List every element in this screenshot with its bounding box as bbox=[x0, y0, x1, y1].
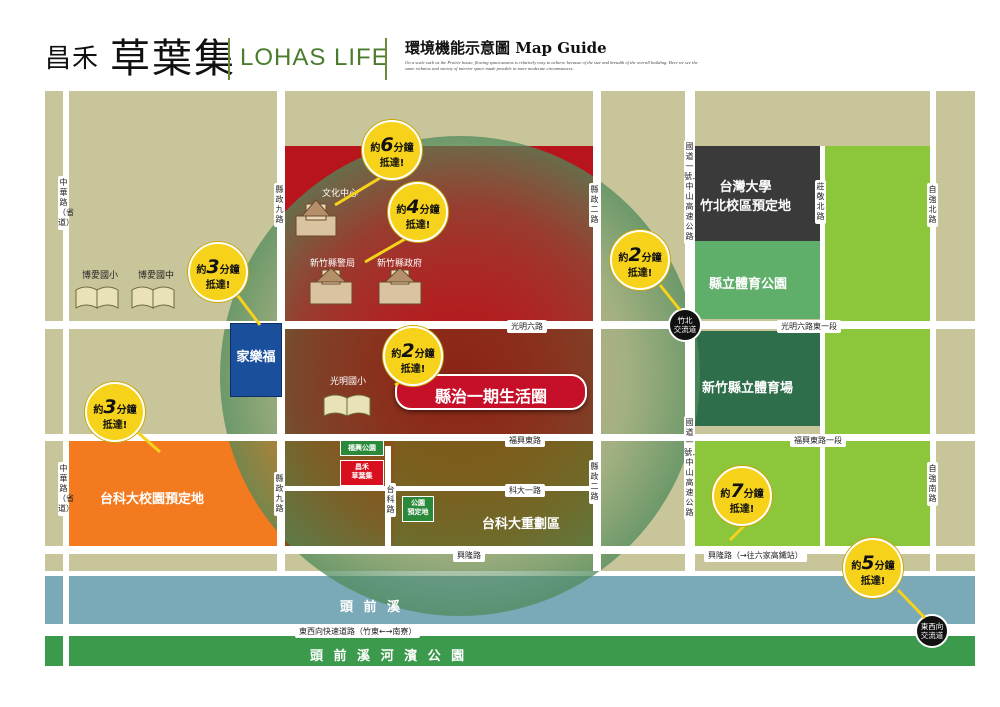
time-bubble: 約3分鐘 抵達! bbox=[188, 242, 248, 302]
road-taike: 台科路 bbox=[385, 483, 396, 517]
road-xianzheng2-upper: 縣政二路 bbox=[589, 183, 600, 227]
time-bubble: 約5分鐘 抵達! bbox=[843, 538, 903, 598]
road-fuxing-east: 福興東路 bbox=[505, 434, 545, 447]
label-boai-junior: 博愛國中 bbox=[138, 271, 175, 281]
time-bubble: 約7分鐘 抵達! bbox=[712, 466, 772, 526]
changhe-site-box: 昌禾 草葉集 bbox=[340, 460, 384, 486]
label-boai-primary: 博愛國小 bbox=[82, 271, 119, 281]
road-xianzheng9-lower: 縣政九路 bbox=[274, 472, 285, 516]
time-bubble: 約2分鐘 抵達! bbox=[383, 326, 443, 386]
zone-tkd-campus: 台科大校園預定地 bbox=[100, 492, 205, 507]
police-icon bbox=[309, 267, 353, 305]
road-zhuangjing: 莊敬北路 bbox=[815, 180, 826, 224]
road-expressway: 東西向快速道路（竹東←→南寮） bbox=[295, 625, 421, 638]
park-site-box: 公園 預定地 bbox=[402, 496, 434, 522]
road-freeway-upper: 國道一號．中山高速公路 bbox=[684, 140, 700, 244]
road-zhonghua-upper: 中華路（省道） bbox=[58, 176, 74, 230]
county-gov-icon bbox=[378, 267, 422, 305]
zone-stadium-park: 縣立體育公園 bbox=[709, 277, 788, 292]
divider bbox=[228, 38, 230, 80]
fuxing-park-box: 福興公園 bbox=[340, 440, 384, 456]
zone-tkd-redevelopment: 台科大重劃區 bbox=[482, 517, 561, 532]
road-guangming6-east: 光明六路東一段 bbox=[777, 320, 841, 333]
label-police: 新竹縣警局 bbox=[310, 259, 356, 269]
zone-river: 頭 前 溪 bbox=[340, 600, 404, 615]
road-xinglong-east: 興隆路（→往六家高鐵站） bbox=[704, 549, 807, 562]
zone-river-park: 頭 前 溪 河 濱 公 園 bbox=[310, 649, 468, 664]
time-bubble: 約4分鐘 抵達! bbox=[388, 182, 448, 242]
brand-prefix: 昌禾 bbox=[45, 44, 100, 74]
header: 昌禾 草葉集 LOHAS LIFE 環境機能示意圖 Map Guide On a… bbox=[0, 0, 1000, 90]
county-circle-banner: 縣治一期生活圈 bbox=[395, 374, 587, 410]
culture-center-icon bbox=[295, 199, 337, 237]
road-freeway-lower: 國道一號．中山高速公路 bbox=[684, 416, 700, 520]
zone-ntu: 台灣大學 竹北校區預定地 bbox=[700, 180, 792, 214]
map-description: On a scale such as the Prairie house, fl… bbox=[405, 60, 698, 71]
road-ziqiang-lower: 自強南路 bbox=[927, 462, 938, 506]
book-icon bbox=[131, 286, 175, 309]
road-zhonghua-lower: 中華路（省道） bbox=[58, 462, 74, 516]
road-fuxing-east1: 福興東路一段 bbox=[790, 434, 846, 447]
time-bubble: 約6分鐘 抵達! bbox=[362, 120, 422, 180]
zone-stadium: 新竹縣立體育場 bbox=[702, 381, 794, 396]
road-xianzheng2-lower: 縣政二路 bbox=[589, 460, 600, 504]
road-keda1: 科大一路 bbox=[505, 484, 545, 497]
tagline: LOHAS LIFE bbox=[240, 44, 389, 71]
eastwest-interchange: 東西向 交流道 bbox=[915, 614, 949, 648]
book-icon bbox=[323, 394, 371, 417]
label-guangming-primary: 光明國小 bbox=[330, 377, 367, 387]
time-bubble: 約3分鐘 抵達! bbox=[85, 382, 145, 442]
divider bbox=[385, 38, 387, 80]
time-bubble: 約2分鐘 抵達! bbox=[610, 230, 670, 290]
brand-name: 草葉集 bbox=[110, 36, 236, 82]
road-xianzheng9-upper: 縣政九路 bbox=[274, 183, 285, 227]
book-icon bbox=[75, 286, 119, 309]
county-circle-label: 縣治一期生活圈 bbox=[434, 387, 547, 406]
road-xinglong: 興隆路 bbox=[453, 549, 485, 562]
jialefu-block: 家樂福 bbox=[230, 323, 282, 397]
road-guangming6: 光明六路 bbox=[507, 320, 547, 333]
road-ziqiang-upper: 自強北路 bbox=[927, 183, 938, 227]
label-culture-center: 文化中心 bbox=[322, 189, 359, 199]
map-title: 環境機能示意圖 Map Guide bbox=[405, 39, 607, 57]
zhubei-interchange: 竹北 交流道 bbox=[668, 308, 702, 342]
label-county-gov: 新竹縣政府 bbox=[377, 259, 423, 269]
jialefu-label: 家樂福 bbox=[236, 350, 276, 365]
